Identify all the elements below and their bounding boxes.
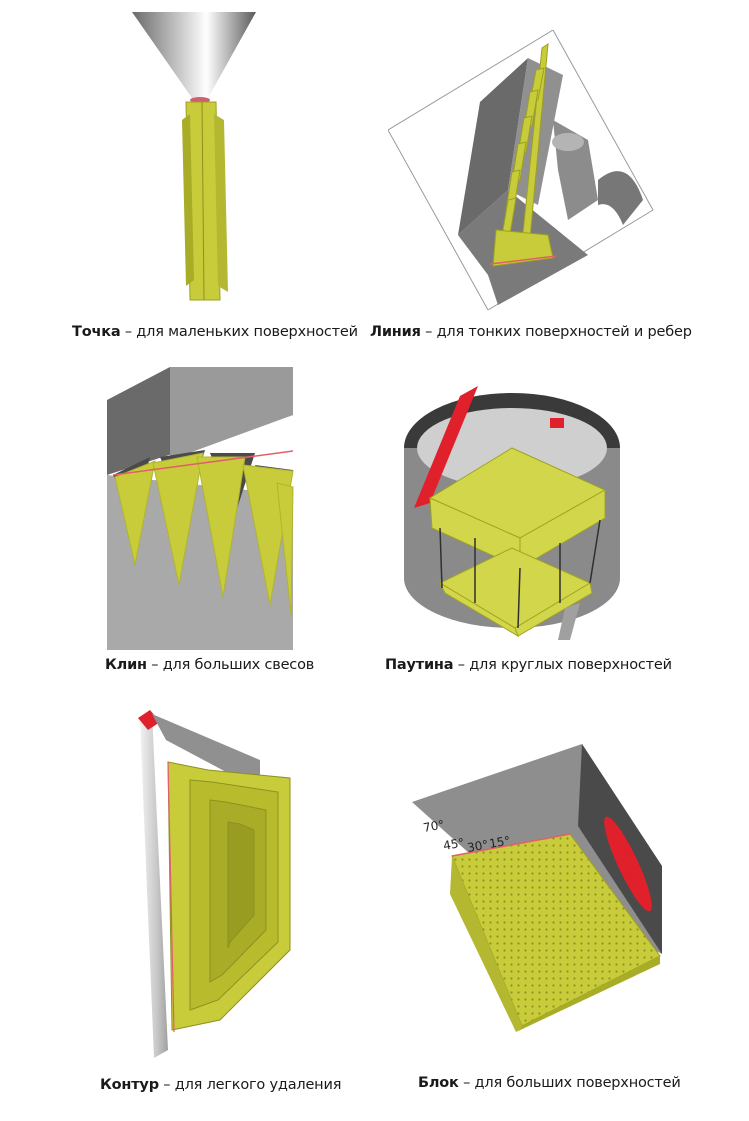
wedge-support-illustration xyxy=(105,365,295,650)
angle-label-70: 70° xyxy=(422,817,445,834)
caption-line: Линия – для тонких поверхностей и ребер xyxy=(370,324,692,340)
wedge-support-svg xyxy=(107,367,294,650)
wedge-support-blades xyxy=(114,452,294,616)
caption-wedge: Клин – для больших свесов xyxy=(105,657,315,673)
caption-point: Точка – для маленьких поверхностей xyxy=(72,324,358,340)
contour-plate xyxy=(140,714,168,1058)
cone-model xyxy=(132,12,256,98)
line-model-wall xyxy=(458,58,528,235)
web-support-structure xyxy=(428,447,607,638)
caption-web: Паутина – для круглых поверхностей xyxy=(385,657,672,673)
caption-contour: Контур – для легкого удаления xyxy=(100,1077,342,1093)
caption-block: Блок – для больших поверхностей xyxy=(418,1075,681,1091)
web-support-pillars xyxy=(439,519,601,629)
support-fin-left xyxy=(182,114,194,286)
red-support-bar xyxy=(414,386,478,508)
point-support-svg xyxy=(132,12,256,301)
block-red-feature xyxy=(604,816,652,912)
contour-support-illustration xyxy=(130,710,300,1065)
line-support-illustration xyxy=(388,30,663,310)
contour-support-svg xyxy=(138,710,291,1058)
block-support-side xyxy=(450,856,522,1032)
contour-model-top xyxy=(152,714,260,790)
point-support-illustration xyxy=(120,10,280,305)
block-support-illustration: 70° 45° 30° 15° xyxy=(410,744,665,1034)
block-support-svg: 70° 45° 30° 15° xyxy=(412,744,662,1032)
support-fin-right xyxy=(214,114,228,292)
contour-red-tip xyxy=(138,710,160,730)
wedge-model-face xyxy=(107,400,293,650)
red-marker xyxy=(550,418,564,428)
angle-label-45: 45° xyxy=(442,835,465,852)
web-support-illustration xyxy=(400,378,625,648)
line-support-svg xyxy=(388,30,654,310)
web-support-svg xyxy=(404,386,620,640)
contour-support-layers xyxy=(167,761,291,1031)
